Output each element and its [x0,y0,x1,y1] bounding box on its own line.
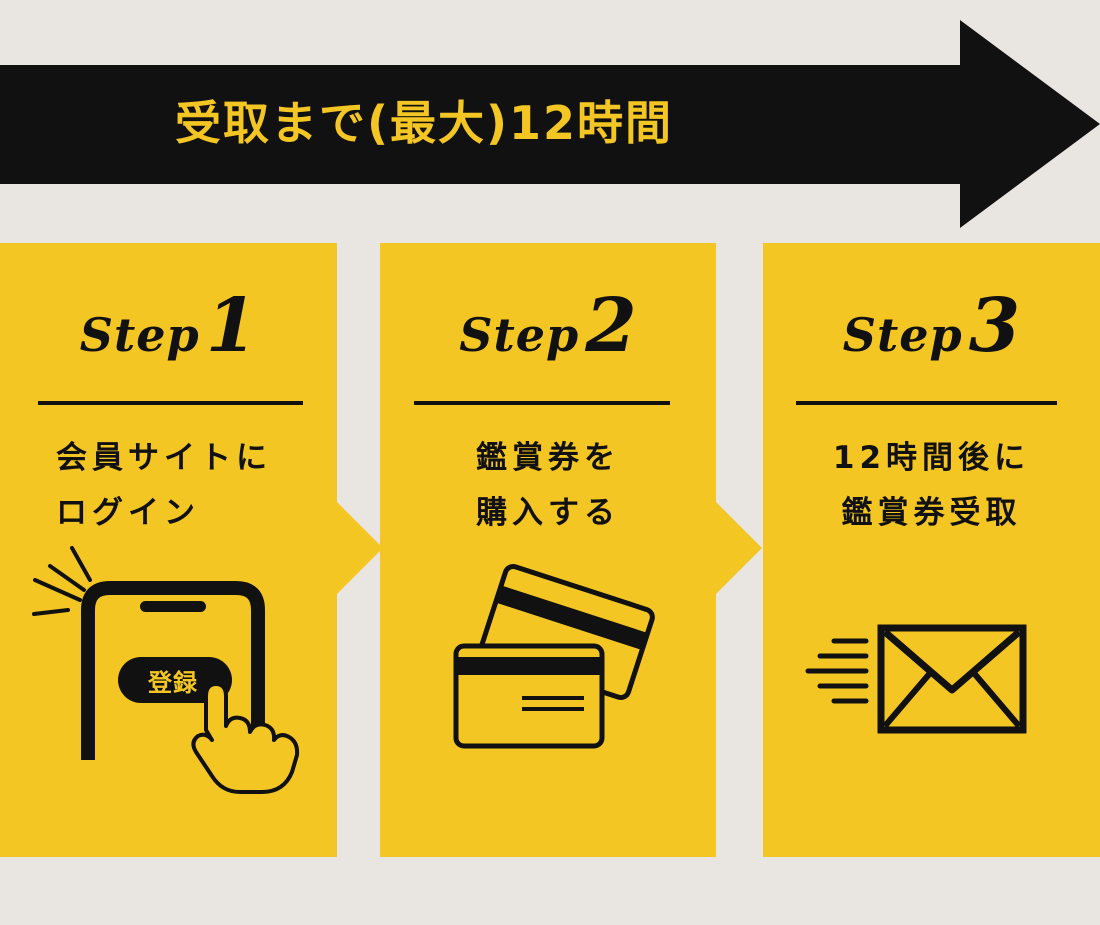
step-panel-2-bg [380,243,716,857]
envelope-icon [805,624,1027,734]
step-word: Step [79,308,200,362]
step-description-line: ログイン [56,495,200,531]
register-button-label: 登録 [148,669,198,697]
timeline-arrow [0,20,1100,228]
step-divider [796,401,1057,405]
step-panel-3-bg [763,243,1100,857]
step-heading: Step3 [763,283,1100,369]
step-heading: Step2 [380,283,716,369]
step-panel-3: Step3 12時間後に 鑑賞券受取 [763,243,1100,857]
credit-cards-icon [453,564,655,749]
timeline-title: 受取まで(最大)12時間 [175,96,674,150]
chevron-right-icon [716,502,762,594]
step-description: 鑑賞券を 購入する [380,431,716,541]
step-word: Step [459,308,580,362]
step-number: 3 [968,283,1021,369]
smartphone-tap-icon [32,546,300,794]
chevron-right-icon [337,502,383,594]
step-divider [414,401,670,405]
step-divider [38,401,303,405]
step-heading: Step1 [0,283,337,369]
step-description-line: 12時間後に [832,440,1031,476]
step-description: 12時間後に 鑑賞券受取 [763,431,1100,541]
step-panel-2: Step2 鑑賞券を 購入する [380,243,716,857]
step-panel-1: Step1 会員サイトに ログイン [0,243,337,857]
step-description-line: 鑑賞券受取 [841,495,1022,531]
step-number: 1 [205,283,258,369]
step-description-line: 鑑賞券を [476,440,620,476]
step-description-line: 購入する [476,495,620,531]
step-word: Step [842,308,963,362]
step-number: 2 [585,283,637,369]
step-description: 会員サイトに ログイン [56,431,272,541]
step-description-line: 会員サイトに [56,440,272,476]
